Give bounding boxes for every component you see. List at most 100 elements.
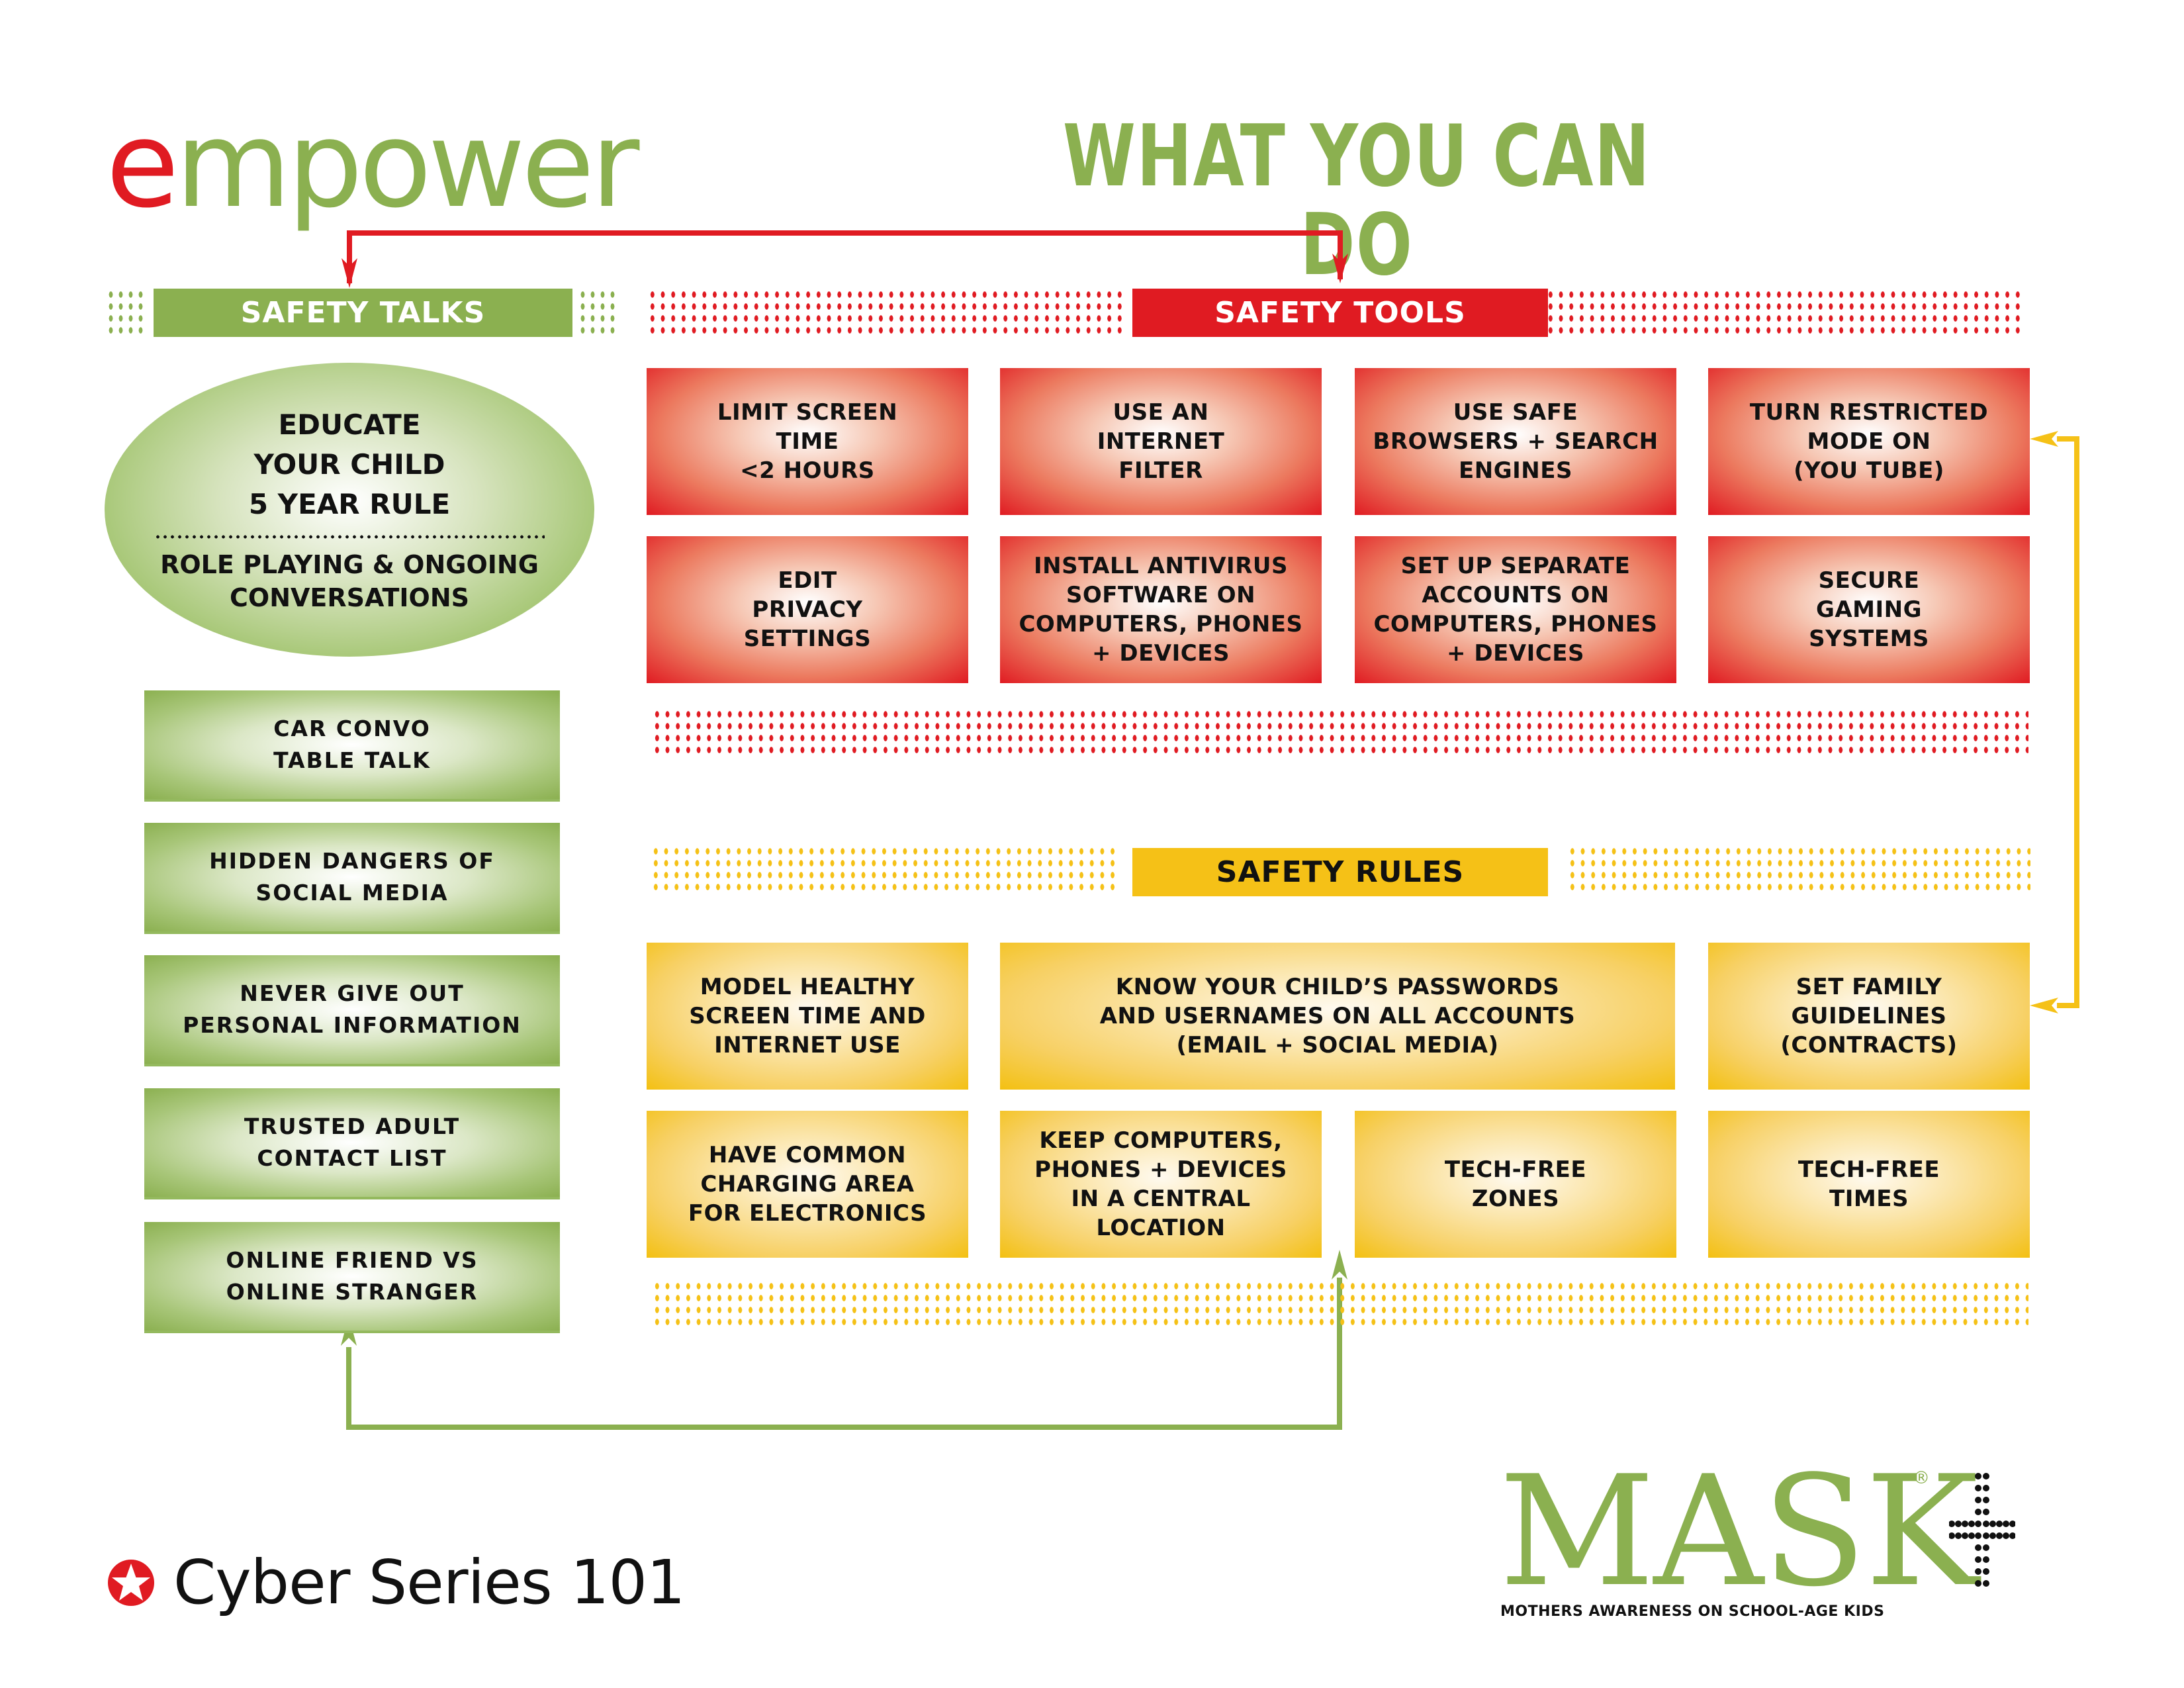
- talk-line: NEVER GIVE OUT: [240, 980, 465, 1006]
- tool-line: FILTER: [1118, 457, 1203, 484]
- oval-line: 5 YEAR RULE: [248, 488, 451, 520]
- empower-logo: empower: [106, 106, 639, 225]
- dot-pattern: [647, 289, 1124, 336]
- mask-logo: MASK ® MOTHERS AWARENESS ON SCHOOL-AGE K…: [1486, 1456, 2115, 1628]
- talk-line: PERSONAL INFORMATION: [183, 1012, 522, 1038]
- tool-line: LIMIT SCREEN: [717, 399, 898, 426]
- tool-line: (YOU TUBE): [1794, 457, 1944, 484]
- rule-line: ZONES: [1471, 1186, 1560, 1212]
- rule-item: KEEP COMPUTERS,PHONES + DEVICES IN A CENT…: [1000, 1111, 1322, 1258]
- talk-item: CAR CONVO TABLE TALK: [144, 690, 560, 802]
- yellow-connector-arrow: [2030, 431, 2079, 1013]
- tool-line: SECURE: [1818, 567, 1920, 594]
- rule-item: MODEL HEALTHY SCREEN TIME AND INTERNET USE: [647, 943, 968, 1090]
- rule-line: TECH-FREE: [1444, 1156, 1587, 1183]
- tool-item: INSTALL ANTIVIRUS SOFTWARE ON COMPUTERS, P…: [1000, 536, 1322, 683]
- dotted-plus-icon: [1949, 1473, 2015, 1587]
- dot-pattern: [652, 1280, 2028, 1328]
- rule-line: HAVE COMMON: [708, 1142, 907, 1168]
- tool-line: + DEVICES: [1447, 640, 1584, 667]
- dot-pattern: [106, 289, 146, 336]
- tool-line: COMPUTERS, PHONES: [1019, 611, 1303, 637]
- series-title: Cyber Series 101: [173, 1547, 686, 1618]
- rule-line: (EMAIL + SOCIAL MEDIA): [1176, 1032, 1499, 1058]
- talk-line: CAR CONVO: [273, 716, 431, 741]
- tool-line: TIME: [776, 428, 839, 455]
- tool-line: <2 HOURS: [740, 457, 875, 484]
- talk-line: CONTACT LIST: [257, 1145, 447, 1171]
- dotted-divider: [154, 535, 545, 539]
- educate-your-child-oval: EDUCATE YOUR CHILD 5 YEAR RULE ROLE PLAY…: [105, 363, 594, 657]
- oval-line: YOUR CHILD: [253, 448, 445, 481]
- talk-line: TRUSTED ADULT: [244, 1113, 461, 1139]
- talk-line: TABLE TALK: [273, 747, 431, 773]
- tool-line: EDIT: [778, 567, 837, 594]
- oval-line: EDUCATE: [278, 408, 421, 441]
- rule-line: CHARGING AREA: [700, 1171, 915, 1197]
- mask-tagline: MOTHERS AWARENESS ON SCHOOL-AGE KIDS: [1500, 1603, 1885, 1620]
- mask-wordmark: MASK: [1499, 1444, 1979, 1620]
- tool-line: SET UP SEPARATE: [1400, 553, 1631, 579]
- tool-line: TURN RESTRICTED: [1749, 399, 1989, 426]
- dot-pattern: [578, 289, 617, 336]
- talk-item: NEVER GIVE OUT PERSONAL INFORMATION: [144, 955, 560, 1066]
- tool-line: ENGINES: [1459, 457, 1572, 484]
- talk-line: ONLINE FRIEND VS: [226, 1247, 478, 1273]
- rule-line: GUIDELINES: [1791, 1003, 1947, 1029]
- oval-subline: ROLE PLAYING & ONGOING: [160, 550, 539, 579]
- rule-line: KNOW YOUR CHILD’S PASSWORDS: [1115, 974, 1560, 1000]
- tool-line: SYSTEMS: [1809, 626, 1929, 652]
- logo-e: e: [106, 96, 179, 234]
- rule-line: TIMES: [1829, 1186, 1909, 1212]
- tool-line: + DEVICES: [1092, 640, 1230, 667]
- section-safety-tools: SAFETY TOOLS: [1132, 289, 1548, 337]
- rule-line: LOCATION: [1096, 1215, 1226, 1241]
- rule-line: AND USERNAMES ON ALL ACCOUNTS: [1099, 1003, 1576, 1029]
- rule-line: SET FAMILY: [1796, 974, 1942, 1000]
- tool-line: MODE ON: [1807, 428, 1931, 455]
- tool-line: ACCOUNTS ON: [1422, 582, 1610, 608]
- talk-line: ONLINE STRANGER: [226, 1279, 478, 1305]
- tool-line: SETTINGS: [743, 626, 872, 652]
- rule-line: TECH-FREE: [1797, 1156, 1940, 1183]
- tool-line: BROWSERS + SEARCH: [1373, 428, 1659, 455]
- talk-line: SOCIAL MEDIA: [255, 880, 449, 906]
- dot-pattern: [651, 845, 1118, 893]
- registered-mark: ®: [1913, 1468, 1930, 1488]
- rule-line: PHONES + DEVICES: [1034, 1156, 1287, 1183]
- rule-line: SCREEN TIME AND: [689, 1003, 926, 1029]
- star-badge-icon: [108, 1560, 154, 1606]
- rule-line: KEEP COMPUTERS,: [1039, 1127, 1283, 1154]
- rule-line: MODEL HEALTHY: [700, 974, 915, 1000]
- talk-item: TRUSTED ADULT CONTACT LIST: [144, 1088, 560, 1199]
- tool-line: GAMING: [1815, 596, 1923, 623]
- tool-line: INSTALL ANTIVIRUS: [1034, 553, 1288, 579]
- tool-line: PRIVACY: [752, 596, 863, 623]
- rule-item: KNOW YOUR CHILD’S PASSWORDS AND USERNAMES…: [1000, 943, 1675, 1090]
- tool-line: INTERNET: [1097, 428, 1225, 455]
- tool-line: COMPUTERS, PHONES: [1373, 611, 1658, 637]
- rule-item: HAVE COMMON CHARGING AREA FOR ELECTRONICS: [647, 1111, 968, 1258]
- red-connector-arrow: [341, 230, 1348, 288]
- dot-pattern: [1567, 845, 2030, 893]
- dot-pattern: [1545, 289, 2022, 336]
- talk-line: HIDDEN DANGERS OF: [209, 848, 495, 874]
- talk-item: ONLINE FRIEND VS ONLINE STRANGER: [144, 1222, 560, 1333]
- rule-line: (CONTRACTS): [1780, 1032, 1958, 1058]
- tool-line: USE SAFE: [1453, 399, 1578, 426]
- section-safety-rules: SAFETY RULES: [1132, 848, 1548, 896]
- page-title: WHAT YOU CAN DO: [1062, 107, 1651, 295]
- tool-line: SOFTWARE ON: [1066, 582, 1256, 608]
- rule-line: IN A CENTRAL: [1071, 1186, 1251, 1212]
- footer-series: Cyber Series 101: [107, 1547, 686, 1618]
- oval-subline: CONVERSATIONS: [230, 583, 469, 612]
- rule-line: INTERNET USE: [714, 1032, 901, 1058]
- rule-line: FOR ELECTRONICS: [688, 1200, 927, 1227]
